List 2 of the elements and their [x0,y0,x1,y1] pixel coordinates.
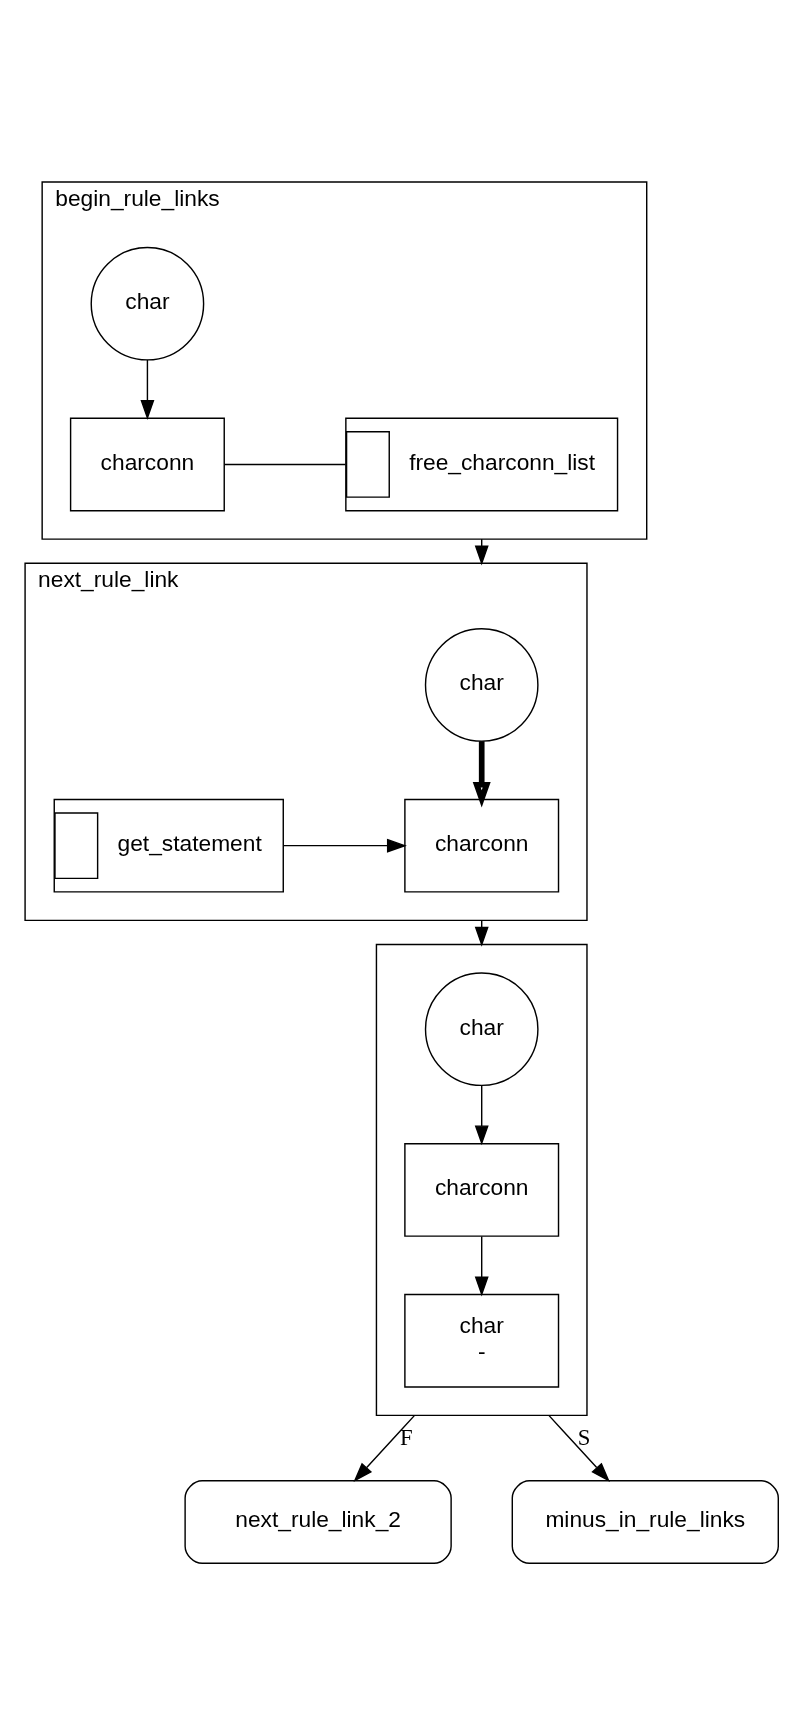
edge-label: S [577,1424,591,1450]
edge-label: F [399,1424,413,1450]
